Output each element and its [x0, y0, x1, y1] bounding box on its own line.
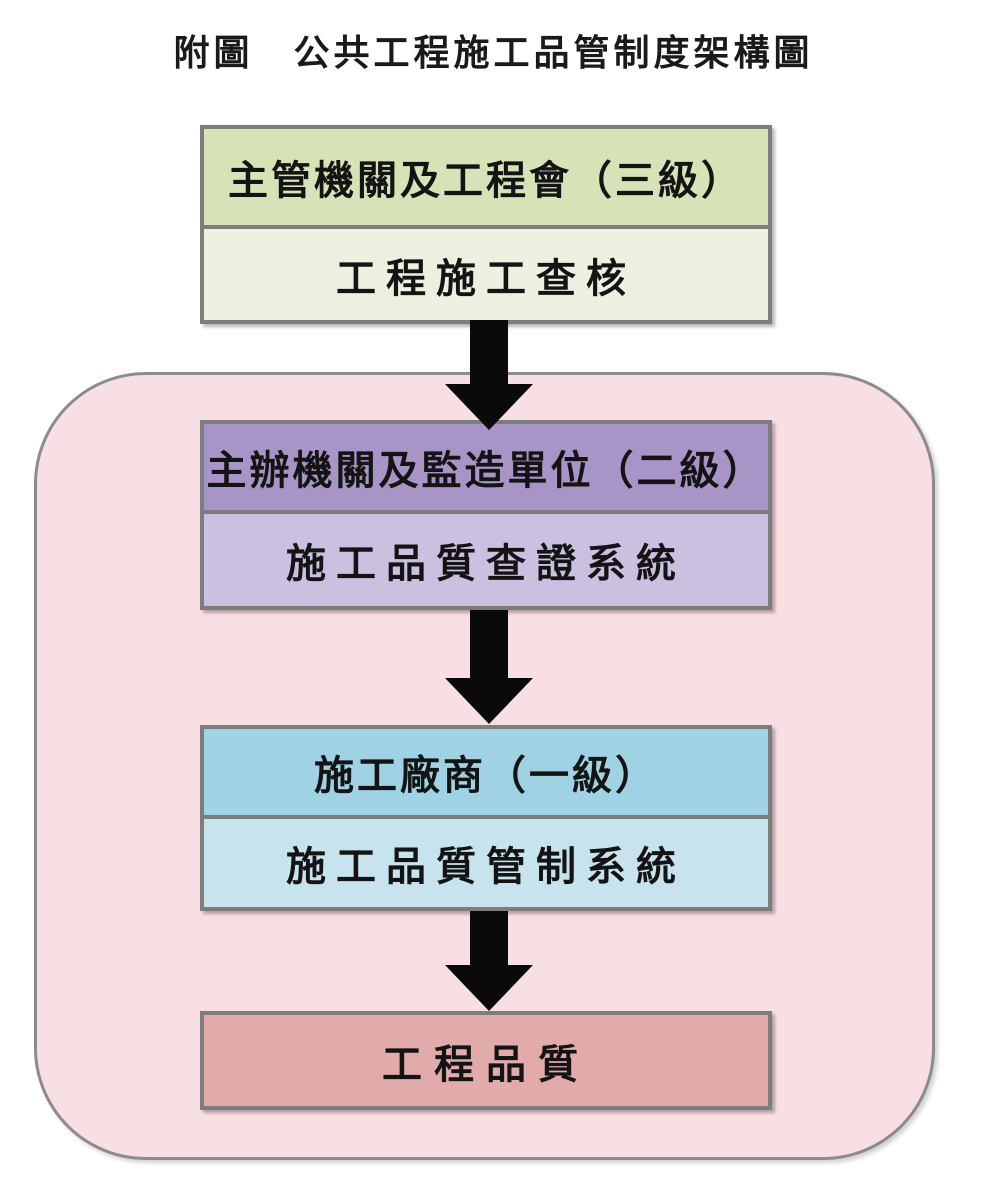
node-level1: 施工廠商（一級） 施工品質管制系統 — [200, 725, 772, 911]
node-level1-header: 施工廠商（一級） — [204, 729, 768, 819]
node-level2: 主辦機關及監造單位（二級） 施工品質查證系統 — [200, 420, 772, 610]
diagram-title: 附圖 公共工程施工品管制度架構圖 — [173, 32, 814, 74]
arrow-down-1-icon — [445, 384, 533, 430]
arrow-down-2-icon — [445, 678, 533, 724]
arrow-down-3-icon — [445, 965, 533, 1011]
node-result: 工程品質 — [200, 1011, 772, 1110]
arrow-down-2-shaft — [470, 610, 508, 678]
arrow-down-1-shaft — [470, 320, 508, 384]
node-level3: 主管機關及工程會（三級） 工程施工查核 — [200, 125, 772, 324]
node-level2-body: 施工品質查證系統 — [204, 514, 768, 606]
arrow-down-3-shaft — [470, 911, 508, 965]
node-level3-body: 工程施工查核 — [204, 229, 768, 320]
node-level3-header: 主管機關及工程會（三級） — [204, 129, 768, 229]
node-level1-body: 施工品質管制系統 — [204, 819, 768, 907]
node-result-label: 工程品質 — [204, 1015, 768, 1106]
node-level2-header: 主辦機關及監造單位（二級） — [204, 424, 768, 514]
